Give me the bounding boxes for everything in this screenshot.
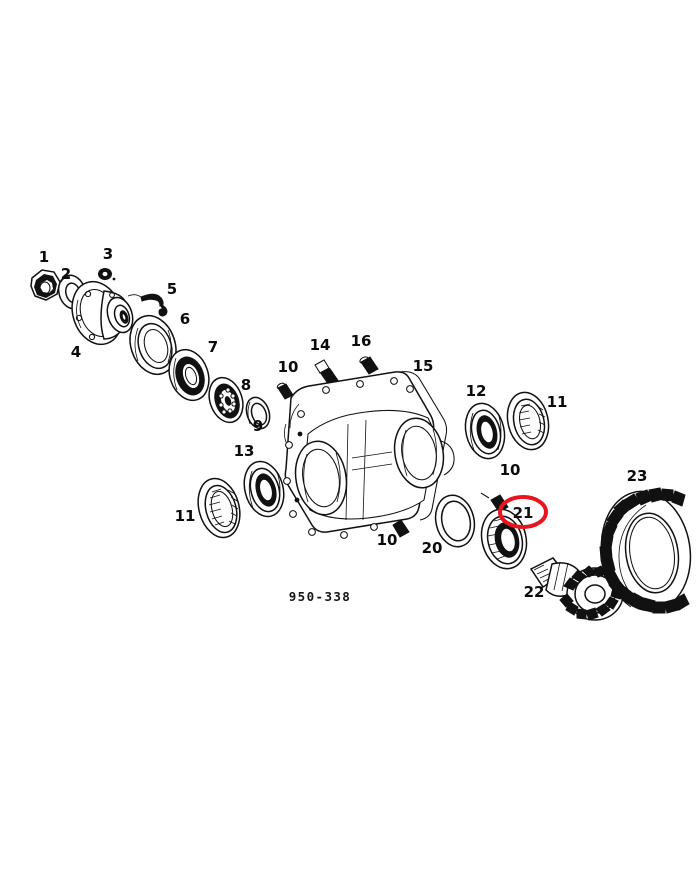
part-cotter-pin [127,293,168,317]
part-dowel-pin-b [480,492,509,513]
housing-bolt-holes [283,377,414,539]
callout-6: 6 [180,310,190,328]
ball-bearing-balls [218,387,237,415]
part-differential-carrier-housing [283,371,455,539]
part-spacer-collar [245,396,271,430]
callout-9: 9 [253,417,263,435]
right-bearing-group [464,391,550,460]
part-oil-seal [129,314,177,376]
callout-11-right: 11 [547,393,568,411]
callout-5: 5 [167,280,177,298]
callout-10-bottom: 10 [377,531,398,549]
callout-14: 14 [310,336,331,354]
part-tapered-roller-bearing-right [506,391,550,451]
part-carrier-bearing [464,402,506,460]
callout-16-a: 10 [278,358,299,376]
callout-4: 4 [71,343,81,361]
callout-12: 12 [466,382,487,400]
part-shim-spacer [434,494,476,548]
lower-left-bearing-group [197,460,285,539]
callout-16-b: 16 [351,332,372,350]
callout-20: 20 [422,539,443,557]
callout-15: 15 [413,357,434,375]
callout-13: 13 [234,442,255,460]
callout-7: 7 [208,338,218,356]
callout-21-highlighted: 21 [513,504,534,522]
callout-8: 8 [241,376,251,394]
part-bearing-with-race [243,460,285,518]
callout-3: 3 [103,245,113,263]
part-roll-pin-a [359,356,379,375]
red-highlight-ellipse [498,495,548,529]
part-axle-nut [30,269,61,301]
callout-10-right: 10 [500,461,521,479]
callout-1: 1 [39,248,49,266]
figure-caption: 950-338 [289,589,351,604]
hub-assembly-group [30,268,271,430]
part-tapered-roller-bearing-left [197,477,241,539]
ring-gear-teeth [599,487,690,614]
roller-hatching [208,488,239,526]
callout-2: 2 [61,265,71,283]
callout-23: 23 [627,467,648,485]
part-grease-cap [98,268,116,281]
callout-labels: 1 2 3 4 5 6 7 8 9 10 13 11 14 16 15 12 1… [39,245,648,601]
callout-11-left: 11 [175,507,196,525]
part-ring-gear [599,487,692,614]
roller-hatching-right [518,403,546,435]
part-ball-bearing [208,376,244,424]
part-dowel-pin-c [392,519,410,538]
callout-22: 22 [524,583,545,601]
part-outer-bearing-race [168,348,210,402]
part-wheel-hub-flange [71,280,134,346]
